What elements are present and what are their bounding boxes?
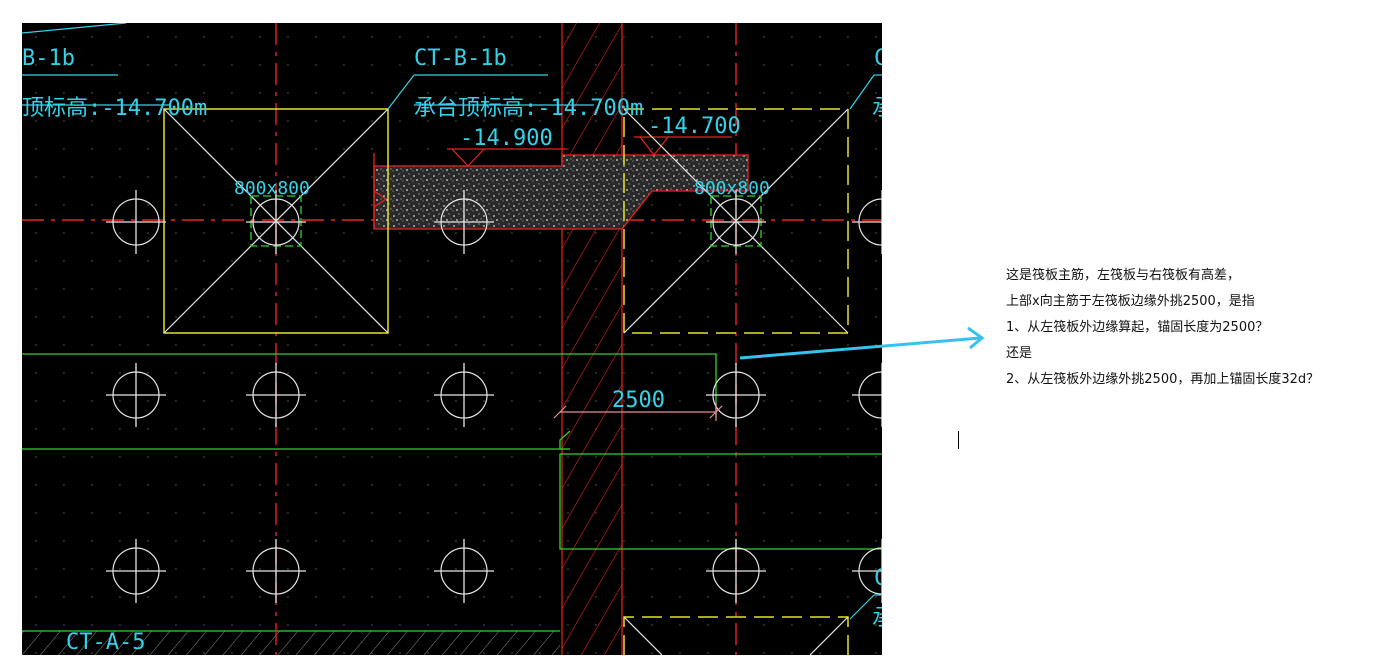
slab-section-profile [373,154,749,230]
label-elevation-149: -14.900 [460,126,553,151]
label-right-c: C [874,46,882,71]
label-ct-a5: CT-A-5 [66,630,145,655]
bottom-hatch [22,631,560,655]
note-line-4: 还是 [1006,346,1033,361]
label-column-right: 800x800 [694,178,770,199]
pile-cap-bottom-right [623,616,849,655]
slab-boundaries [22,353,882,550]
question-note: 这是筏板主筋，左筏板与右筏板有高差， 上部x向主筋于左筏板边缘外挑2500，是指… [1006,263,1319,393]
note-line-1: 这是筏板主筋，左筏板与右筏板有高差， [1006,268,1241,283]
label-elevation-left: 顶标高:-14.700m [22,96,207,121]
label-b1b-left: B-1b [22,46,75,71]
note-line-2: 上部x向主筋于左筏板边缘外挑2500，是指 [1006,294,1255,309]
label-ct-b1b: CT-B-1b [414,46,507,71]
label-right-cheng2: 承 [872,606,882,631]
label-right-c2: C [874,566,882,591]
label-elevation-mid: 承台顶标高:-14.700m [414,96,643,121]
elevation-marker-1 [447,148,567,167]
label-column-left: 800x800 [234,178,310,199]
cad-drawing-canvas[interactable]: B-1b CT-B-1b 顶标高:-14.700m 承台顶标高:-14.700m… [22,23,882,655]
elevation-marker-2 [634,136,732,156]
note-line-5: 2、从左筏板外边缘外挑2500，再加上锚固长度32d？ [1006,372,1320,387]
wall-hatch [562,23,622,655]
annotation-arrow [739,326,985,360]
note-line-3: 1、从左筏板外边缘算起，锚固长度为2500？ [1006,320,1269,335]
dimension-2500 [553,403,723,421]
text-cursor [958,431,959,449]
label-right-cheng: 承 [872,96,882,121]
label-elevation-147: -14.700 [648,114,741,139]
label-leaders [22,23,882,620]
dot-grid [22,23,882,655]
label-dimension-2500: 2500 [612,388,665,413]
